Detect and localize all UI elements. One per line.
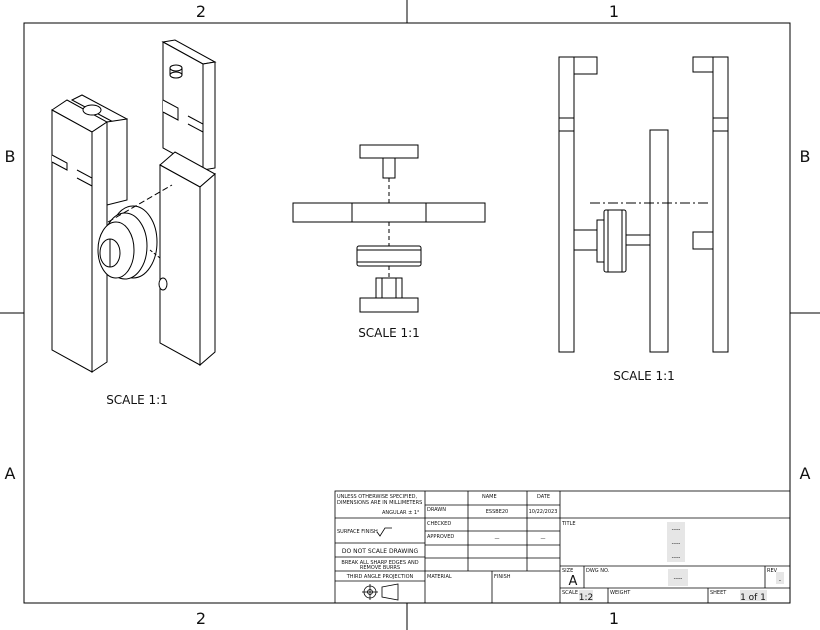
title-block [334, 490, 791, 604]
zone-label-right-a: A [800, 464, 811, 483]
iso-view-scale-label: SCALE 1:1 [106, 393, 168, 407]
inner-border [23, 22, 791, 604]
zone-label-bottom-2: 2 [196, 609, 206, 628]
material-label: MATERIAL [427, 574, 452, 580]
zone-label-left-b: B [5, 147, 16, 166]
dwg-no-value: ---- [674, 575, 683, 582]
title-dash2: ---- [672, 540, 681, 547]
title-dash3: ---- [672, 554, 681, 561]
scale-placeholder-fill [579, 590, 593, 601]
finish-label: FINISH [494, 574, 511, 580]
surface-finish-label: SURFACE FINISH [337, 529, 378, 535]
notes-line2: DIMENSIONS ARE IN MILLIMETERS [337, 500, 422, 506]
hdr-date: DATE [537, 494, 550, 500]
scale-value: 1:2 [579, 593, 593, 603]
drawn-name: ESSBE20 [486, 509, 508, 515]
dwg-placeholder-fill [668, 569, 688, 586]
zone-label-bottom-1: 1 [609, 609, 619, 628]
dwg-no-label: DWG NO. [586, 568, 610, 574]
top-view [292, 144, 486, 313]
burrs-line1: BREAK ALL SHARP EDGES AND [341, 560, 418, 566]
rev-placeholder-fill [776, 572, 784, 584]
size-value: A [569, 574, 578, 589]
top-view-scale-label: SCALE 1:1 [358, 326, 420, 340]
side-view [558, 56, 729, 353]
third-angle-projection-icon [362, 583, 399, 601]
title-label: TITLE [561, 521, 576, 527]
row-checked: CHECKED [427, 521, 451, 527]
rev-value: - [779, 577, 781, 584]
approved-date: — [541, 536, 546, 542]
surface-finish-symbol [376, 527, 392, 537]
row-drawn: DRAWN [427, 507, 446, 513]
row-approved: APPROVED [427, 534, 454, 540]
burrs-line2: REMOVE BURRS [360, 565, 400, 571]
sheet-value: 1 of 1 [740, 593, 766, 603]
zone-label-top-2: 2 [196, 2, 206, 21]
zone-label-left-a: A [5, 464, 16, 483]
do-not-scale-label: DO NOT SCALE DRAWING [342, 548, 419, 555]
drawn-date: 10/22/2023 [529, 509, 558, 515]
weight-label: WEIGHT [610, 590, 631, 596]
title-placeholder-fill [667, 522, 685, 562]
zone-label-top-1: 1 [609, 2, 619, 21]
side-view-scale-label: SCALE 1:1 [613, 369, 675, 383]
zone-label-right-b: B [800, 147, 811, 166]
notes-line1: UNLESS OTHERWISE SPECIFIED, [337, 494, 417, 500]
projection-label: THIRD ANGLE PROJECTION [346, 574, 414, 580]
rev-label: REV [767, 568, 778, 574]
size-label: SIZE [562, 568, 573, 574]
sheet-label: SHEET [710, 590, 727, 596]
sheet-placeholder-fill [740, 590, 767, 601]
hdr-name: NAME [482, 494, 497, 500]
approved-name: — [495, 536, 500, 542]
title-dash1: ---- [672, 526, 681, 533]
notes-line3: ANGULAR ± 1° [382, 510, 420, 516]
scale-label: SCALE [562, 590, 578, 596]
isometric-view [51, 39, 217, 373]
